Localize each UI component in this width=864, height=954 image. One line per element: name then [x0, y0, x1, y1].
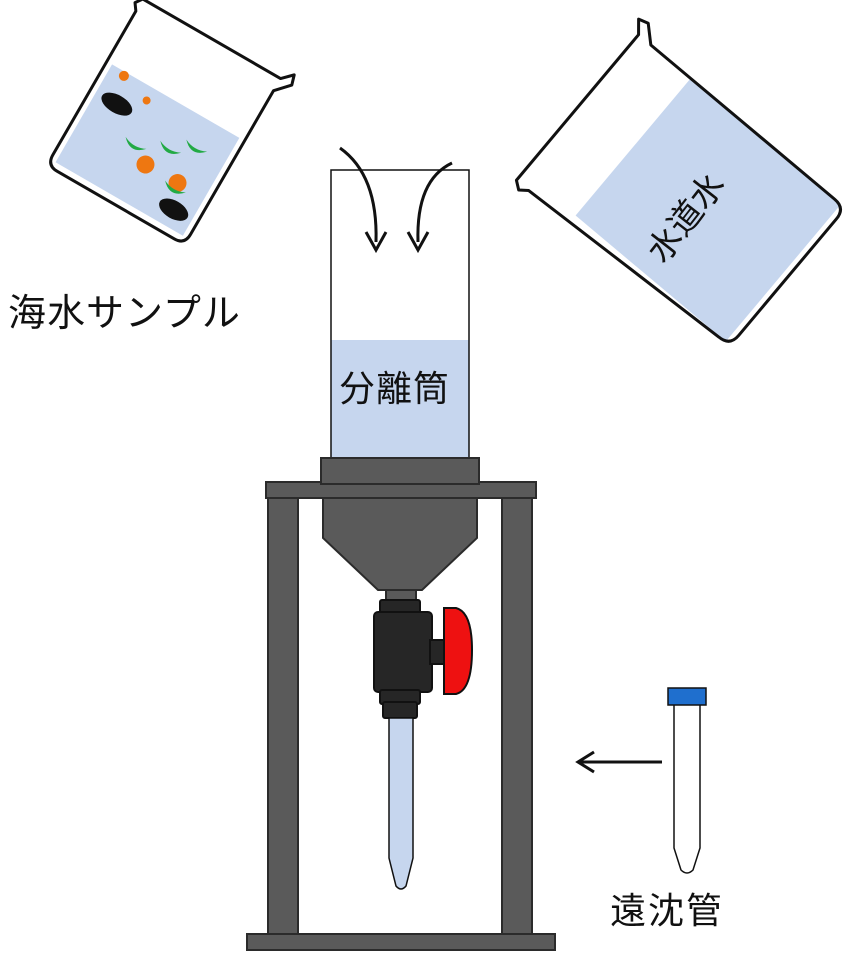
- orange-particle: [136, 155, 155, 174]
- particles: [101, 70, 208, 221]
- funnel-collar: [320, 457, 480, 485]
- stand-base: [246, 933, 556, 951]
- curved-arrow-icon: [416, 161, 453, 243]
- black-particle: [159, 198, 189, 221]
- black-particle: [101, 92, 133, 116]
- valve-body: [373, 611, 433, 693]
- orange-particle: [168, 174, 187, 193]
- beaker-outline: [49, 0, 296, 243]
- cylinder-water: [331, 340, 469, 461]
- arrowhead: [406, 231, 430, 254]
- green-particle: [165, 180, 186, 194]
- curved-arrow-icon: [339, 146, 378, 243]
- stand-left-leg: [267, 497, 299, 937]
- seawater-sample-label: 海水サンプル: [8, 291, 241, 335]
- tube-body: [673, 703, 701, 874]
- attached-tube: [388, 717, 414, 890]
- orange-particle: [142, 96, 151, 105]
- seawater-beaker: [49, 0, 296, 243]
- valve-handle: [443, 607, 474, 695]
- arrowhead: [364, 231, 388, 254]
- tap-water-beaker: [514, 17, 842, 343]
- funnel: [320, 457, 480, 605]
- beaker-outline: [514, 17, 842, 343]
- arrowhead: [575, 750, 595, 774]
- beaker-water: [55, 64, 240, 236]
- beaker-water: [575, 79, 841, 342]
- separation-cylinder-label: 分離筒: [339, 369, 451, 410]
- orange-particle: [118, 70, 129, 81]
- stand-right-leg: [501, 497, 533, 937]
- green-particle: [186, 139, 208, 153]
- green-particle: [125, 136, 147, 151]
- stand: [246, 481, 556, 951]
- centrifuge-tube: [667, 687, 707, 874]
- valve: [373, 599, 474, 719]
- valve-outlet: [382, 701, 418, 719]
- centrifuge-tube-label: 遠沈管: [610, 891, 725, 932]
- tube-cap: [667, 687, 707, 706]
- funnel-body: [322, 497, 478, 591]
- green-particle: [160, 140, 182, 154]
